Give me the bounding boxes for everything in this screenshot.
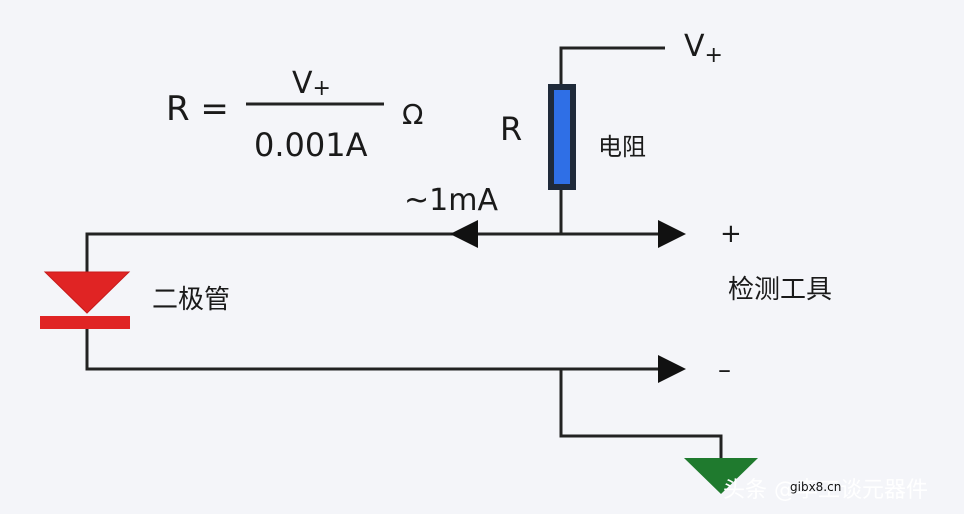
diode-bar <box>40 316 130 329</box>
formula-numerator: V+ <box>292 66 331 101</box>
top-terminal-arrow <box>658 220 686 248</box>
bottom-wire <box>85 329 686 383</box>
supply-label: V+ <box>684 29 723 68</box>
resistance-formula: R = V+ 0.001A Ω <box>166 66 423 164</box>
current-label: ~1mA <box>404 183 498 218</box>
watermark-site: gibx8.cn <box>790 480 841 494</box>
plus-terminal-label: + <box>720 219 742 249</box>
resistor-core <box>554 90 570 184</box>
resistor-label: 电阻 <box>598 133 646 161</box>
watermark: 头条 @李工谈元器件 gibx8.cn <box>723 478 928 503</box>
current-arrow <box>450 220 478 248</box>
diode-triangle <box>43 271 131 314</box>
diode-label: 二极管 <box>152 285 230 315</box>
ground-wire <box>559 369 723 458</box>
diode <box>40 271 131 329</box>
formula-denominator: 0.001A <box>254 126 368 164</box>
formula-lhs: R = <box>166 89 229 129</box>
formula-unit: Ω <box>402 98 423 131</box>
minus-terminal-label: – <box>718 355 731 385</box>
ground-symbol <box>684 458 758 494</box>
bottom-terminal-arrow <box>658 355 686 383</box>
supply-wire <box>559 46 665 84</box>
resistor <box>548 84 576 190</box>
watermark-text: 头条 @李工谈元器件 <box>723 478 928 503</box>
resistor-symbol: R <box>500 110 522 148</box>
top-wire <box>85 220 686 272</box>
tester-label: 检测工具 <box>728 275 832 305</box>
